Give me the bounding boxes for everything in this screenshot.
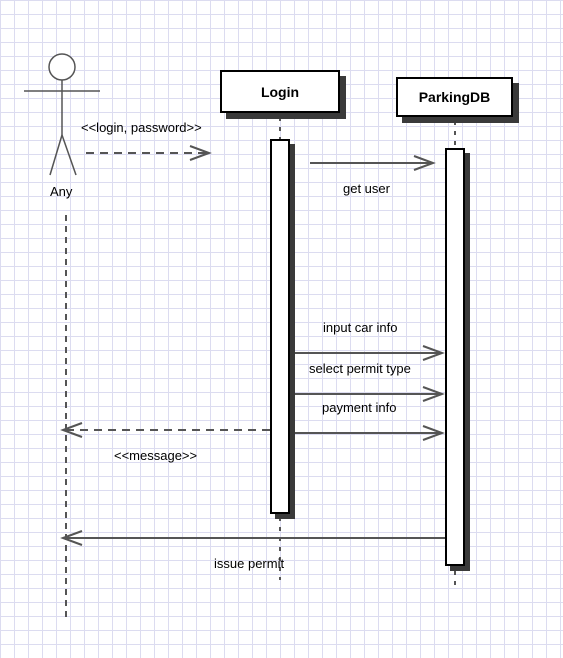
message-label-payment-info: payment info [322, 400, 397, 415]
message-arrow-get-user [310, 155, 436, 171]
message-arrow-return-message [60, 422, 270, 438]
parkingdb-activation-bar [445, 148, 465, 566]
message-arrow-input-car-info [291, 345, 445, 361]
message-label-get-user: get user [343, 181, 390, 196]
message-arrow-issue-permit [60, 530, 445, 546]
participant-login-label: Login [260, 83, 300, 100]
message-label-return-message: <<message>> [114, 448, 198, 463]
message-label-login-password: <<login, password>> [81, 120, 202, 135]
message-label-select-permit-type: select permit type [309, 361, 411, 376]
message-arrow-login-password [86, 145, 212, 161]
participant-parkingdb-label: ParkingDB [418, 89, 491, 105]
stick-figure-actor-icon [24, 53, 100, 176]
login-activation-bar [270, 139, 290, 514]
participant-login-box: Login [220, 70, 340, 113]
message-arrow-payment-info [291, 425, 445, 441]
message-arrow-select-permit-type [291, 386, 445, 402]
participant-parkingdb-box: ParkingDB [396, 77, 513, 117]
message-label-input-car-info: input car info [323, 320, 398, 335]
actor-name-label: Any [50, 184, 73, 199]
message-label-issue-permit: issue permit [214, 556, 285, 571]
